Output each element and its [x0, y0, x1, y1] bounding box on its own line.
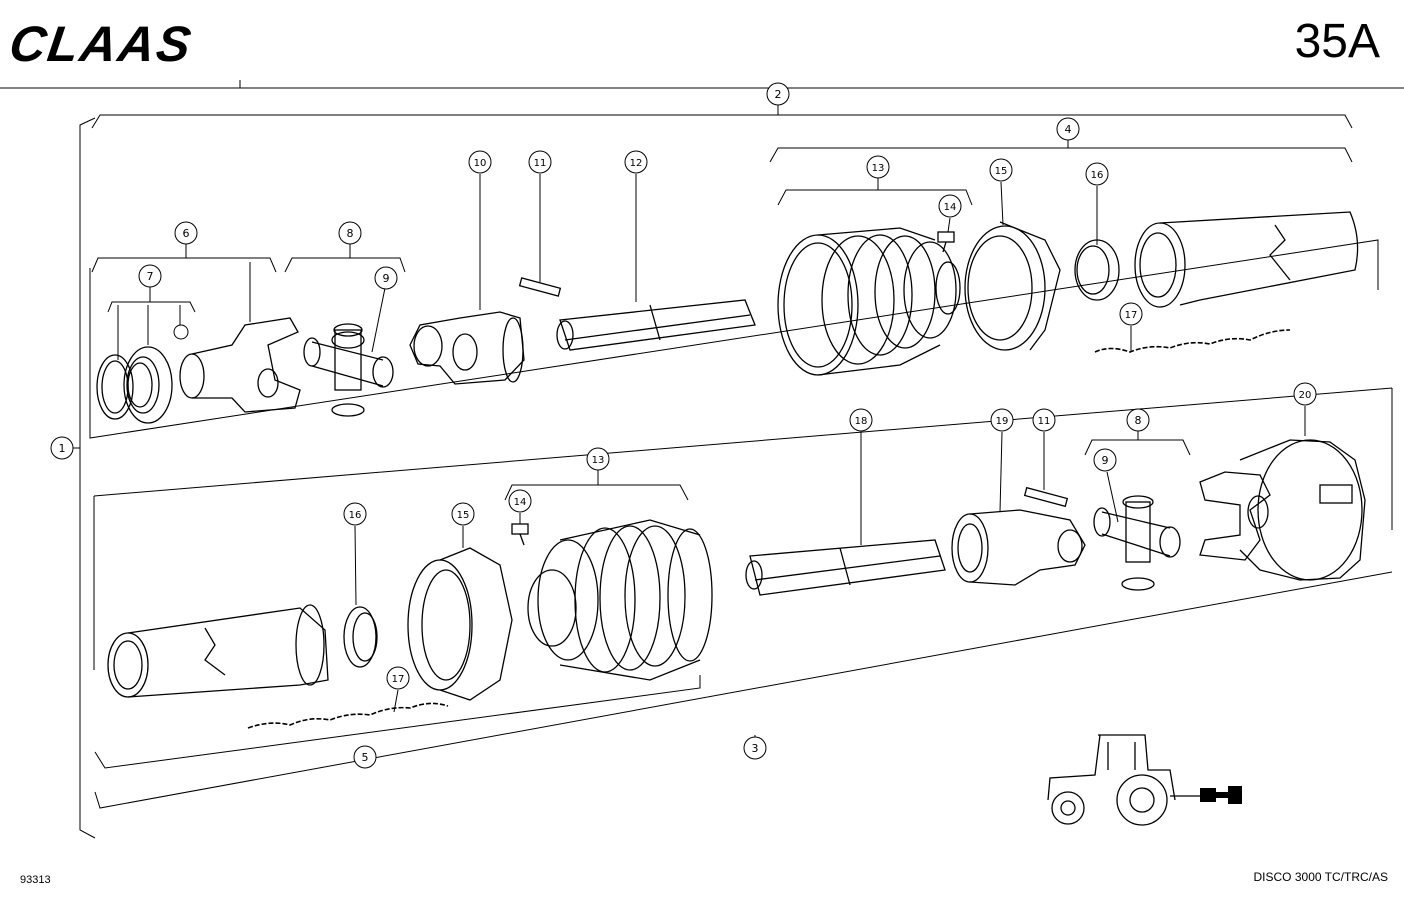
callout-17-lower-label: 17 — [392, 674, 405, 685]
callout-11-upper-label: 11 — [534, 158, 547, 169]
callout-3-label: 3 — [752, 742, 759, 755]
tractor-icon — [1047, 734, 1200, 826]
part-9-cross — [303, 323, 394, 417]
callout-17-upper[interactable] — [1119, 302, 1143, 326]
callout-14-lower-label: 14 — [514, 497, 527, 508]
part-18-tube — [745, 539, 946, 596]
callout-2[interactable] — [766, 82, 790, 106]
callout-19[interactable] — [990, 408, 1014, 432]
callout-8-upper-label: 8 — [347, 227, 354, 240]
callout-10-label: 10 — [474, 158, 487, 169]
callout-16-upper[interactable] — [1085, 162, 1109, 186]
callout-9-upper-label: 9 — [383, 272, 390, 285]
callout-4[interactable] — [1056, 117, 1080, 141]
callout-9-lower[interactable] — [1093, 448, 1117, 472]
pto-shaft-icon — [1200, 786, 1242, 804]
part-13-bellows-lower — [527, 519, 713, 681]
callout-15-upper[interactable] — [989, 158, 1013, 182]
callout-15-lower[interactable] — [451, 502, 475, 526]
callout-9-upper[interactable] — [374, 266, 398, 290]
callout-7-label: 7 — [147, 270, 154, 283]
callout-14-lower[interactable] — [508, 489, 532, 513]
callout-14-upper[interactable] — [938, 194, 962, 218]
callout-17-upper-label: 17 — [1125, 310, 1138, 321]
callout-8-lower-label: 8 — [1135, 414, 1142, 427]
callout-3[interactable] — [743, 736, 767, 760]
bracket-1 — [79, 117, 96, 839]
callout-11-upper[interactable] — [528, 150, 552, 174]
callout-11-lower[interactable] — [1032, 408, 1056, 432]
page-code: 35A — [1294, 15, 1380, 68]
callout-18-label: 18 — [855, 416, 868, 427]
callout-20[interactable] — [1293, 382, 1317, 406]
part-13-bellows-upper — [777, 227, 961, 376]
callout-4-label: 4 — [1065, 123, 1072, 136]
part-7-rings — [96, 346, 173, 424]
part-15-cone-lower — [407, 547, 513, 701]
callout-6[interactable] — [174, 221, 198, 245]
callout-16-upper-label: 16 — [1091, 170, 1104, 181]
callout-8-lower[interactable] — [1126, 408, 1150, 432]
callout-2-label: 2 — [775, 88, 782, 101]
callout-13-upper-label: 13 — [872, 163, 885, 174]
callout-17-lower[interactable] — [386, 666, 410, 690]
callout-11-lower-label: 11 — [1038, 416, 1051, 427]
part-5-tube — [107, 604, 329, 698]
callout-16-lower-label: 16 — [349, 510, 362, 521]
callout-15-lower-label: 15 — [457, 510, 470, 521]
callout-12[interactable] — [624, 150, 648, 174]
callout-18[interactable] — [849, 408, 873, 432]
part-19-fork — [951, 509, 1086, 586]
callout-14-upper-label: 14 — [944, 202, 957, 213]
callout-6-label: 6 — [183, 227, 190, 240]
callout-12-label: 12 — [630, 158, 643, 169]
bracket-2 — [91, 114, 1353, 129]
bracket-8-upper — [284, 257, 406, 273]
callout-20-label: 20 — [1299, 390, 1312, 401]
callout-8-upper[interactable] — [338, 221, 362, 245]
callout-7[interactable] — [138, 264, 162, 288]
callout-16-lower[interactable] — [343, 502, 367, 526]
callout-5[interactable] — [353, 745, 377, 769]
brand-logo: CLAAS — [6, 16, 235, 72]
callout-13-lower-label: 13 — [592, 455, 605, 466]
part-10-fork — [409, 311, 525, 385]
callout-9-lower-label: 9 — [1102, 454, 1109, 467]
part-16-ring-lower — [343, 606, 378, 668]
bracket-3 — [94, 571, 1393, 809]
part-12-tube — [556, 299, 756, 351]
part-11-pin-lower — [1023, 486, 1069, 508]
callout-15-upper-label: 15 — [995, 166, 1008, 177]
callout-13-upper[interactable] — [866, 155, 890, 179]
bracket-13-lower — [504, 484, 689, 501]
brand-logo-text: CLAAS — [6, 16, 197, 72]
part-9-cross-lower — [1093, 495, 1181, 591]
callout-19-label: 19 — [996, 416, 1009, 427]
callout-10[interactable] — [468, 150, 492, 174]
part-16-ring-upper — [1074, 239, 1120, 301]
callout-1-label: 1 — [59, 442, 66, 455]
part-14-bolt-upper — [937, 231, 955, 253]
part-17-chain-upper — [1094, 329, 1291, 353]
part-6-yoke — [179, 317, 301, 413]
part-20-yoke — [1199, 439, 1366, 581]
callout-1[interactable] — [50, 436, 74, 460]
callout-5-label: 5 — [362, 751, 369, 764]
bracket-4 — [769, 147, 1353, 163]
part-15-cone-upper — [964, 221, 1061, 351]
model-name: DISCO 3000 TC/TRC/AS — [1253, 870, 1388, 884]
drawing-id: 93313 — [20, 874, 51, 886]
part-4-tube — [1134, 211, 1359, 308]
bracket-13-upper — [777, 189, 973, 206]
bracket-5 — [94, 675, 701, 769]
bracket-7 — [107, 301, 196, 313]
part-11-pin-upper — [518, 277, 562, 297]
callout-13-lower[interactable] — [586, 447, 610, 471]
part-14-bolt-lower — [511, 523, 529, 546]
part-17-chain-lower — [247, 702, 449, 729]
bracket-6 — [91, 257, 277, 273]
